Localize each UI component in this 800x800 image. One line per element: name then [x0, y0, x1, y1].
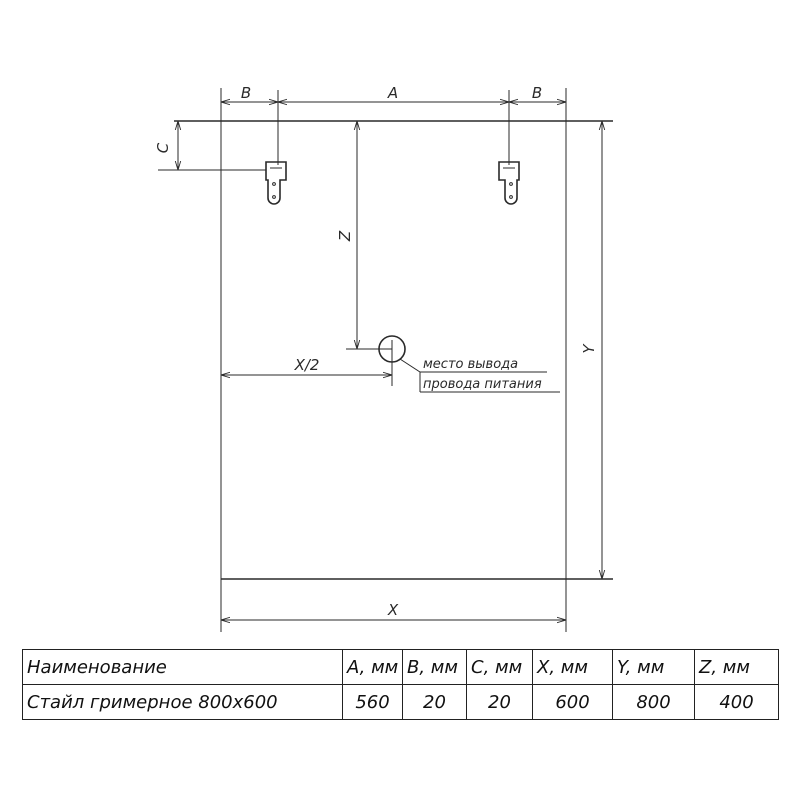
power-outlet-circle-icon: [378, 335, 560, 393]
power-note-line2: провода питания: [423, 377, 542, 392]
cell-b: 20: [402, 684, 467, 720]
header-z: Z, мм: [694, 649, 779, 685]
dim-label-z: Z: [336, 230, 354, 242]
header-b: B, мм: [402, 649, 467, 685]
c-dimension: [158, 121, 266, 171]
header-x: X, мм: [532, 649, 613, 685]
header-name: Наименование: [22, 649, 343, 685]
cell-z: 400: [694, 684, 779, 720]
cell-c: 20: [466, 684, 533, 720]
cell-x: 600: [532, 684, 613, 720]
cell-y: 800: [612, 684, 695, 720]
spec-header-row: Наименование A, мм B, мм C, мм X, мм Y, …: [22, 649, 779, 685]
table-row: Стайл гримерное 800х600 560 20 20 600 80…: [22, 684, 779, 720]
mounting-bracket-icon: [265, 161, 287, 205]
dim-label-c: C: [154, 142, 172, 153]
dim-label-x: X: [387, 601, 399, 619]
spec-table: Наименование A, мм B, мм C, мм X, мм Y, …: [22, 649, 779, 720]
dim-label-y: Y: [580, 343, 598, 354]
cell-a: 560: [342, 684, 403, 720]
dim-label-b-left: B: [241, 84, 251, 102]
mirror-panel-outline: [174, 88, 613, 632]
header-y: Y, мм: [612, 649, 695, 685]
dim-label-x-half: X/2: [294, 356, 320, 374]
top-dimension-chain: [221, 90, 566, 165]
dim-label-a: A: [387, 84, 398, 102]
header-c: C, мм: [466, 649, 533, 685]
dim-label-b-right: B: [532, 84, 542, 102]
header-a: A, мм: [342, 649, 403, 685]
power-note-line1: место вывода: [423, 357, 518, 372]
z-dimension: [346, 121, 392, 350]
technical-drawing: B A B C Z место вывода провода питания X…: [154, 84, 613, 632]
mounting-bracket-icon: [498, 161, 520, 205]
cell-name: Стайл гримерное 800х600: [22, 684, 343, 720]
